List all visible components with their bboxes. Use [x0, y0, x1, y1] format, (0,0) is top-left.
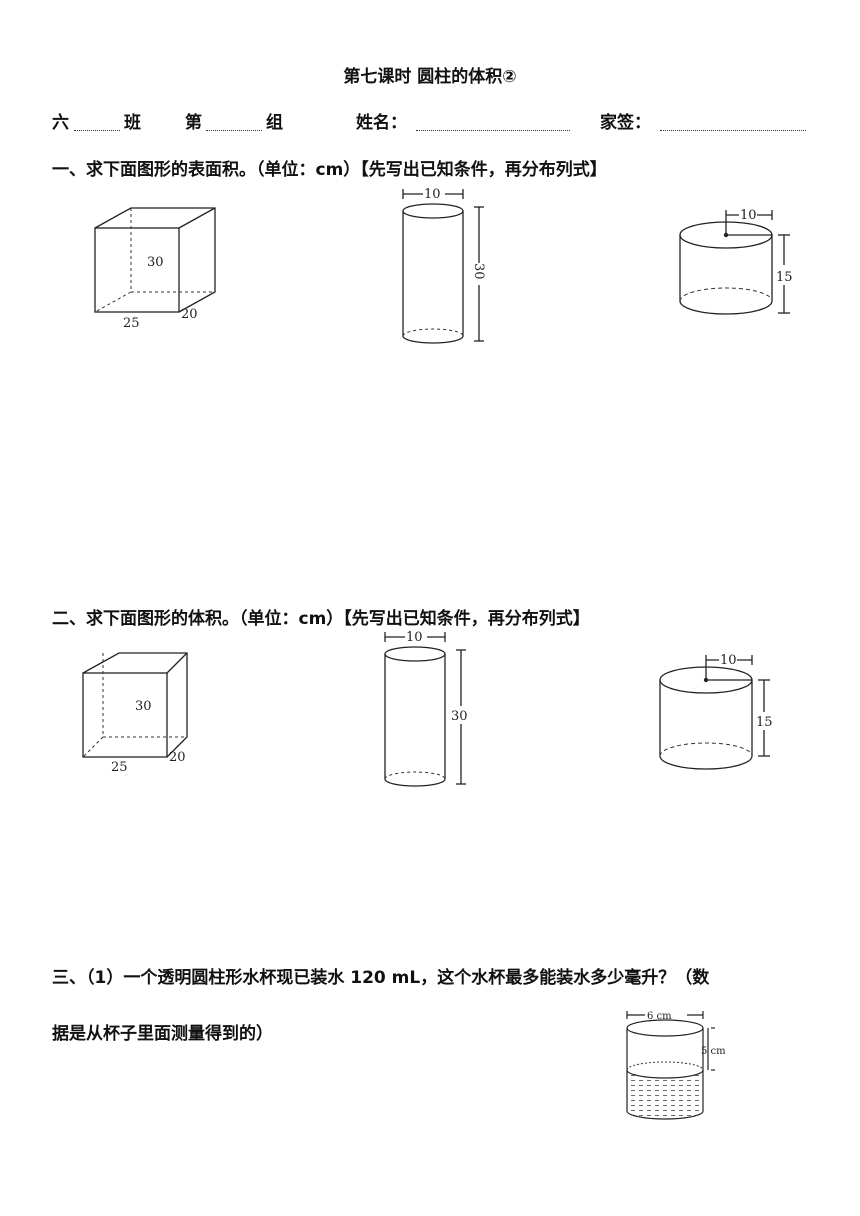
short-cylinder2-radius-label: 10: [720, 653, 737, 668]
short-cylinder-height-label: 15: [776, 270, 793, 285]
cuboid2-length-label: 25: [111, 760, 128, 775]
section2-question: 二、求下面图形的体积。（单位：cm）【先写出已知条件，再分布列式】: [52, 609, 590, 629]
group-blank[interactable]: [206, 112, 262, 131]
tall-cylinder2-diameter-label: 10: [406, 630, 423, 645]
section2-cuboid-figure: 30 25 20: [82, 652, 188, 775]
section1-question: 一、求下面图形的表面积。（单位：cm）【先写出已知条件，再分布列式】: [52, 160, 607, 180]
cuboid2-height-label: 30: [135, 699, 152, 714]
cuboid-length-label: 25: [123, 316, 140, 331]
section3-line1: 三、（1）一个透明圆柱形水杯现已装水 120 mL，这个水杯最多能装水多少毫升？…: [52, 968, 710, 988]
page-title: 第七课时 圆柱的体积②: [343, 67, 517, 87]
name-blank[interactable]: [416, 112, 570, 131]
short-cylinder2-height-label: 15: [756, 715, 773, 730]
cup-height-label: 5 cm: [701, 1046, 726, 1057]
section1-cuboid-figure: 30 25 20: [94, 207, 216, 331]
class-suffix: 班: [124, 113, 141, 133]
cuboid-height-label: 30: [147, 255, 164, 270]
section2-tall-cylinder-figure: 10 30: [384, 630, 473, 787]
short-cylinder-radius-label: 10: [740, 208, 757, 223]
parent-sign-label: 家签：: [600, 113, 651, 133]
class-label: 六: [52, 113, 69, 133]
section1-short-cylinder-figure: 10 15: [679, 208, 793, 315]
class-blank[interactable]: [74, 112, 120, 131]
tall-cylinder2-height-label: 30: [451, 709, 468, 724]
group-suffix: 组: [266, 113, 283, 133]
group-label: 第: [185, 113, 202, 133]
section3-line2: 据是从杯子里面测量得到的）: [52, 1024, 273, 1044]
name-label: 姓名：: [356, 113, 407, 133]
tall-cylinder-diameter-label: 10: [424, 187, 441, 202]
section1-tall-cylinder-figure: 10 30: [402, 187, 487, 344]
cup-diameter-label: 6 cm: [647, 1011, 672, 1022]
tall-cylinder-height-label: 30: [471, 263, 486, 280]
cuboid-width-label: 20: [181, 307, 198, 322]
parent-sign-blank[interactable]: [660, 112, 806, 131]
section3-question: 三、（1）一个透明圆柱形水杯现已装水 120 mL，这个水杯最多能装水多少毫升？…: [52, 950, 812, 1062]
section2-short-cylinder-figure: 10 15: [659, 653, 774, 770]
water-cup-figure: 6 cm 5 cm: [626, 1009, 726, 1120]
cuboid2-width-label: 20: [169, 750, 186, 765]
